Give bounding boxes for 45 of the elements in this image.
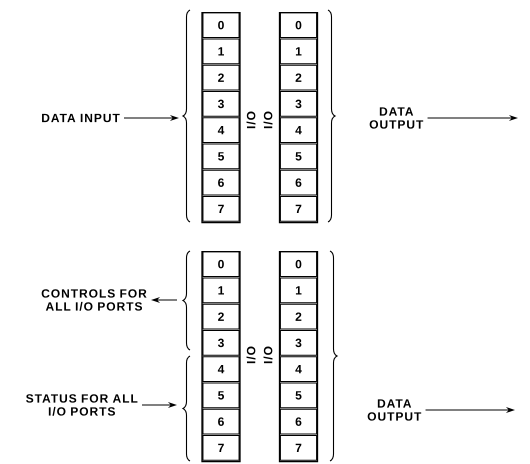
port-label: I/O [264, 112, 272, 128]
port-label: I/O [264, 346, 272, 364]
register-cell: 4 [280, 117, 317, 143]
register-cell: 5 [202, 382, 240, 408]
port-label: I/O [246, 112, 256, 128]
register-cell: 7 [202, 196, 240, 222]
register-cell: 6 [202, 170, 240, 196]
register-cell: 6 [280, 170, 317, 196]
register-cell: 3 [202, 330, 240, 356]
register-cell: 7 [202, 435, 240, 461]
register-cell: 5 [202, 144, 240, 170]
register-cell: 2 [202, 304, 240, 330]
register-cell: 3 [202, 91, 240, 117]
register-cell: 4 [202, 356, 240, 382]
register-cell: 1 [280, 278, 317, 304]
register-cell: 0 [202, 251, 240, 277]
register-cell: 7 [280, 435, 317, 461]
register-cell: 0 [202, 12, 240, 38]
register-cell: 4 [202, 117, 240, 143]
signal-label: DATA INPUT [42, 114, 120, 122]
register-cell: 4 [280, 356, 317, 382]
register-column [278, 12, 318, 224]
register-cell: 2 [280, 64, 317, 90]
register-cell: 0 [280, 251, 317, 277]
register-column [201, 251, 241, 462]
register-cell: 5 [280, 382, 317, 408]
register-cell: 3 [280, 91, 317, 117]
register-cell: 5 [280, 144, 317, 170]
register-cell: 2 [280, 304, 317, 330]
register-cell: 1 [202, 38, 240, 64]
register-cell: 2 [202, 64, 240, 90]
register-cell: 1 [202, 278, 240, 304]
register-cell: 6 [202, 408, 240, 434]
signal-label: DATA OUTPUT [370, 107, 424, 129]
register-cell: 1 [280, 38, 317, 64]
signal-label: STATUS FOR ALL I/O PORTS [26, 394, 138, 416]
signal-label: CONTROLS FOR ALL I/O PORTS [42, 289, 147, 311]
register-cell: 7 [280, 196, 317, 222]
register-column [201, 12, 241, 224]
signal-label: DATA OUTPUT [368, 399, 422, 421]
register-cell: 3 [280, 330, 317, 356]
register-cell: 6 [280, 408, 317, 434]
register-cell: 0 [280, 12, 317, 38]
register-column [278, 251, 318, 462]
port-label: I/O [246, 346, 256, 364]
